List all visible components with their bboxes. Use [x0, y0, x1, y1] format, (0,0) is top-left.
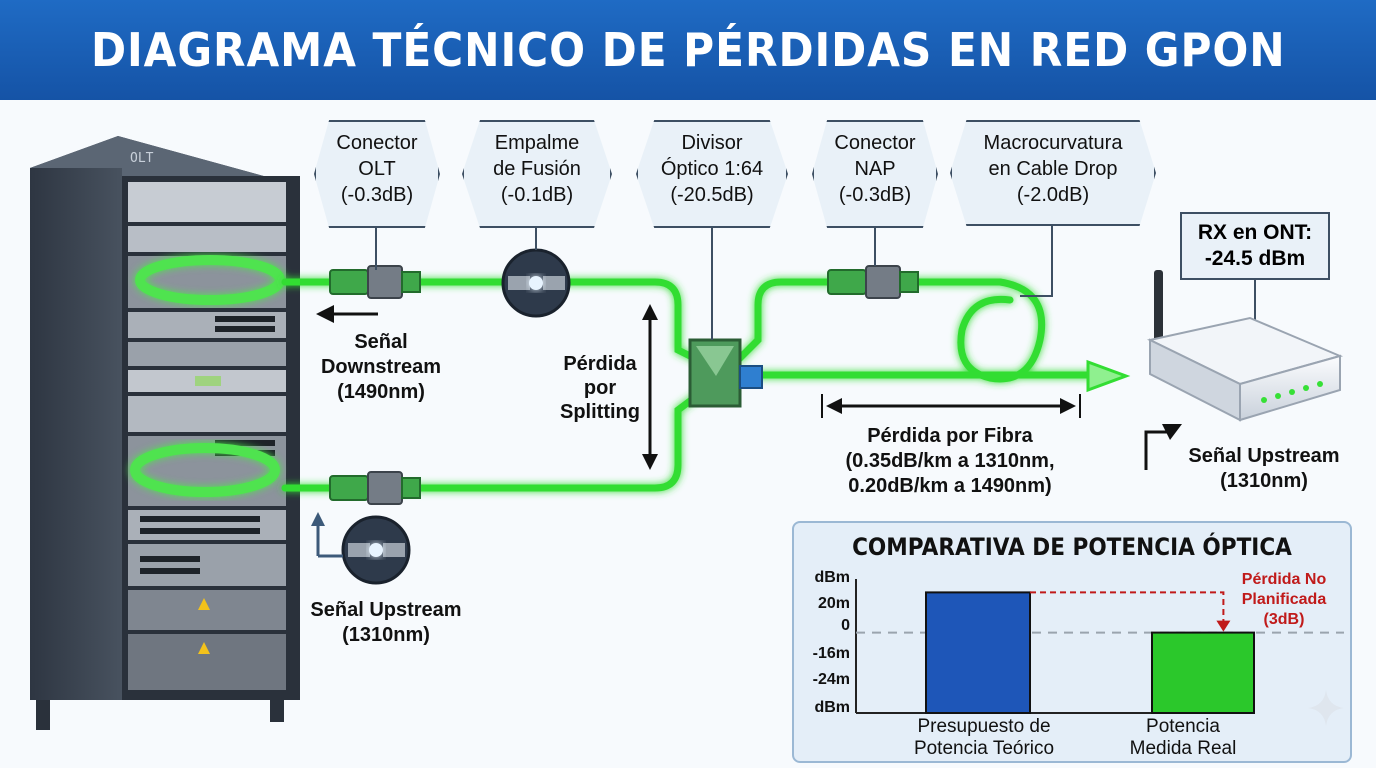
- rack-label: OLT: [130, 151, 154, 166]
- connector-nap-icon: [827, 265, 919, 299]
- splitting-arrow: [642, 304, 658, 470]
- fiber-arrowhead: [1086, 359, 1131, 393]
- label-fibra: Pérdida por Fibra (0.35dB/km a 1310nm, 0…: [845, 425, 1055, 497]
- title-banner: DIAGRAMA TÉCNICO DE PÉRDIDAS EN RED GPON: [0, 0, 1376, 100]
- y-tick-label: -16m: [812, 645, 850, 662]
- ont-device: [1146, 270, 1344, 422]
- downstream-arrow: [316, 305, 378, 323]
- label-upstream-left: Señal Upstream (1310nm): [310, 599, 462, 646]
- y-tick-label: 0: [841, 617, 850, 634]
- fiber-length-arrow: [821, 394, 1081, 418]
- unplanned-loss-note: Pérdida No Planificada (3dB): [1241, 571, 1327, 628]
- label-downstream: Señal Downstream (1490nm): [320, 331, 442, 403]
- optical-splitter: [688, 338, 763, 408]
- label-splitting: Pérdida por Splitting: [560, 353, 640, 423]
- callout-empalme-fusion: Empalme de Fusión (-0.1dB): [462, 120, 612, 228]
- callout-conector-nap: Conector NAP (-0.3dB): [812, 120, 938, 228]
- loss-arrowhead: [1216, 620, 1231, 632]
- y-tick-label: -24m: [812, 671, 850, 688]
- fusion-splice-upstream-icon: [341, 515, 411, 585]
- olt-rack: OLT: [30, 136, 300, 730]
- sparkle-icon: [1308, 690, 1344, 726]
- page-title: DIAGRAMA TÉCNICO DE PÉRDIDAS EN RED GPON: [90, 23, 1286, 77]
- callout-leaders: [375, 226, 1256, 340]
- fusion-splice-icon: [501, 248, 571, 318]
- category-label-theoretical: Presupuesto de Potencia Teórico: [913, 716, 1055, 759]
- connector-olt-icon: [329, 265, 421, 299]
- bar-theoretical: [925, 591, 1031, 714]
- category-label-measured: Potencia Medida Real: [1129, 716, 1237, 759]
- fiber-paths: [281, 278, 1094, 492]
- callout-conector-olt: Conector OLT (-0.3dB): [314, 120, 440, 228]
- callout-macrocurvatura: Macrocurvatura en Cable Drop (-2.0dB): [950, 120, 1156, 226]
- chart-title: COMPARATIVA DE POTENCIA ÓPTICA: [852, 533, 1292, 561]
- loss-connector: [1030, 591, 1225, 625]
- y-tick-label: dBm: [814, 569, 850, 586]
- label-upstream-right: Señal Upstream (1310nm): [1188, 445, 1340, 492]
- chart-plot: [855, 579, 1344, 714]
- upstream-right-arrow: [1144, 424, 1182, 470]
- upstream-left-arrow: [311, 512, 343, 558]
- connector-upstream-icon: [329, 471, 421, 505]
- power-comparison-chart: COMPARATIVA DE POTENCIA ÓPTICA dBm 20m 0 -1…: [792, 521, 1352, 763]
- y-tick-label: 20m: [817, 595, 850, 612]
- rx-ont-label: RX en ONT: -24.5 dBm: [1180, 212, 1330, 280]
- y-tick-label: dBm: [814, 699, 850, 716]
- bar-measured: [1151, 631, 1255, 714]
- callout-divisor-optico: Divisor Óptico 1:64 (-20.5dB): [636, 120, 788, 228]
